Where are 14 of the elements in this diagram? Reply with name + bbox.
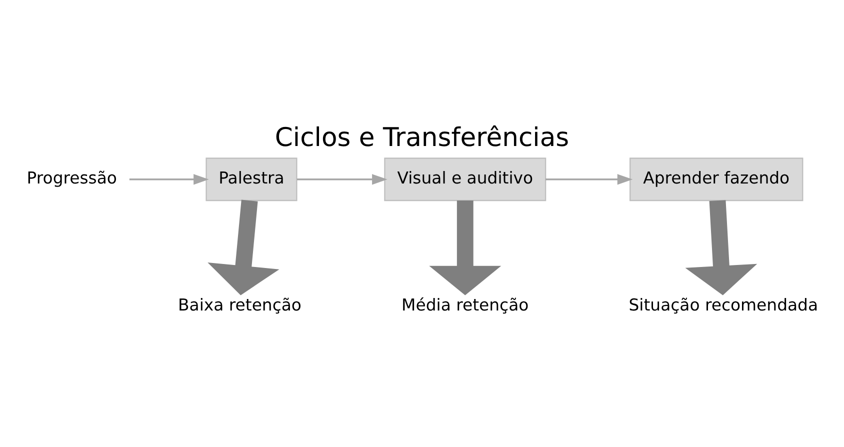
arrow	[129, 174, 209, 184]
diagram-title: Ciclos e Transferências	[274, 122, 570, 153]
arrow	[208, 199, 280, 295]
node-text: Situação recomendada	[628, 295, 818, 314]
arrow	[546, 174, 633, 184]
arrow	[296, 174, 388, 184]
node-box: Visual e auditivo	[384, 157, 546, 201]
node-box: Palestra	[206, 157, 298, 201]
node-text: Baixa retenção	[178, 295, 302, 314]
node-box: Aprender fazendo	[629, 157, 804, 201]
node-text: Progressão	[26, 168, 117, 188]
node-text: Média retenção	[402, 295, 529, 314]
arrow	[429, 200, 502, 295]
arrow	[685, 200, 758, 295]
